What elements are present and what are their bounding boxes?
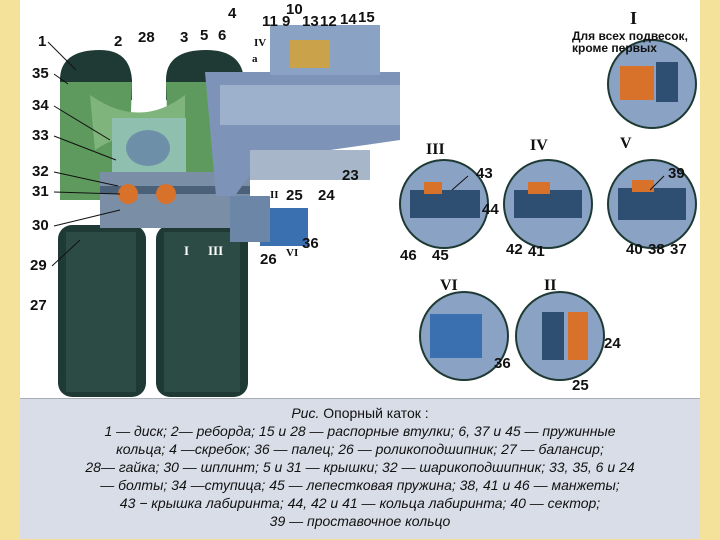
label-6: 6 [218, 27, 226, 44]
mark-main-IV: IV [254, 37, 266, 49]
caption-line-4: 28— гайка; 30 — шплинт; 5 и 31 — крышки;… [85, 459, 635, 475]
bearing-left [118, 184, 138, 204]
label-10: 10 [286, 1, 303, 18]
mark-main-VI: VI [286, 247, 298, 259]
mark-II: II [544, 277, 556, 294]
technical-drawing: 1 2 28 3 5 6 4 11 9 10 13 12 14 15 35 34… [20, 0, 700, 398]
label-24: 24 [318, 187, 335, 204]
label-28: 28 [138, 29, 155, 46]
label-26: 26 [260, 251, 277, 268]
leader-lines [47, 41, 665, 267]
mark-VI: VI [440, 277, 458, 294]
mark-V: V [620, 135, 632, 152]
mark-IV: IV [530, 137, 548, 154]
label-29: 29 [30, 257, 47, 274]
label-33: 33 [32, 127, 49, 144]
shaft [220, 85, 400, 125]
detail-III-ring [424, 182, 442, 194]
road-wheel-drawing: 1 2 28 3 5 6 4 11 9 10 13 12 14 15 35 34… [30, 1, 697, 397]
label-11: 11 [262, 13, 278, 30]
detail-IV-seal [514, 190, 582, 218]
caption-line-1: Рис. Опорный каток : [20, 405, 700, 421]
label-14: 14 [340, 11, 357, 28]
label-9: 9 [282, 13, 290, 30]
detail-II-sector [568, 312, 588, 360]
label-3: 3 [180, 29, 188, 46]
label-13: 13 [302, 13, 319, 30]
label-40: 40 [626, 241, 643, 258]
caption-fig-prefix: Рис. [291, 405, 320, 421]
mark-main-I: I [184, 243, 189, 258]
label-36-detail: 36 [494, 355, 511, 372]
caption-line-5: — болты; 34 —ступица; 45 — лепестковая п… [100, 477, 620, 493]
hub-center [126, 130, 170, 166]
label-15: 15 [358, 9, 375, 26]
support-bracket [250, 150, 370, 180]
label-30: 30 [32, 217, 49, 234]
note-line-1: Для всех подвесок, [572, 29, 688, 43]
label-31: 31 [32, 183, 49, 200]
caption-line-7: 39 — проставочное кольцо [269, 513, 451, 529]
note-line-2: кроме первых [572, 41, 657, 55]
label-12: 12 [320, 13, 337, 30]
caption-line-3: кольца; 4 —скребок; 36 — палец; 26 — рол… [116, 441, 604, 457]
label-41: 41 [528, 243, 545, 260]
label-24-detail: 24 [604, 335, 621, 352]
bracket-lower [230, 196, 270, 242]
mark-a: а [252, 53, 258, 65]
mark-main-II: II [270, 189, 279, 201]
label-43: 43 [476, 165, 493, 182]
lower-tire-left-face [66, 232, 136, 392]
label-45: 45 [432, 247, 449, 264]
detail-I-seal [656, 62, 678, 102]
label-35: 35 [32, 65, 49, 82]
detail-IV-ring [528, 182, 550, 194]
label-32: 32 [32, 163, 49, 180]
label-2: 2 [114, 33, 122, 50]
label-38: 38 [648, 241, 665, 258]
label-23: 23 [342, 167, 359, 184]
label-5: 5 [200, 27, 208, 44]
caption-title: Опорный каток : [323, 405, 429, 421]
label-44: 44 [482, 201, 499, 218]
lower-tire-right-face [164, 232, 240, 392]
label-36: 36 [302, 235, 319, 252]
detail-III-seal [410, 190, 480, 218]
figure-caption: Рис. Опорный каток : 1 — диск; 2— реборд… [20, 398, 700, 539]
label-25: 25 [286, 187, 303, 204]
upper-bearing [290, 40, 330, 68]
bearing-right [156, 184, 176, 204]
label-34: 34 [32, 97, 49, 114]
label-42: 42 [506, 241, 523, 258]
detail-II-bolt [542, 312, 564, 360]
detail-V-seal [618, 188, 686, 220]
mark-I: I [630, 8, 637, 28]
detail-V-ring [632, 180, 654, 192]
mark-III: III [426, 141, 445, 158]
label-1: 1 [38, 33, 46, 50]
caption-line-6: 43 − крышка лабиринта; 44, 42 и 41 — кол… [119, 495, 601, 511]
label-25-detail: 25 [572, 377, 589, 394]
caption-line-2: 1 — диск; 2— реборда; 15 и 28 — распорны… [104, 423, 616, 439]
detail-VI-pin [430, 314, 482, 358]
detail-I-bearing [620, 66, 654, 100]
label-27: 27 [30, 297, 47, 314]
label-37: 37 [670, 241, 687, 258]
mark-main-III: III [208, 243, 223, 258]
label-4: 4 [228, 5, 237, 22]
label-39: 39 [668, 165, 685, 182]
label-46: 46 [400, 247, 417, 264]
